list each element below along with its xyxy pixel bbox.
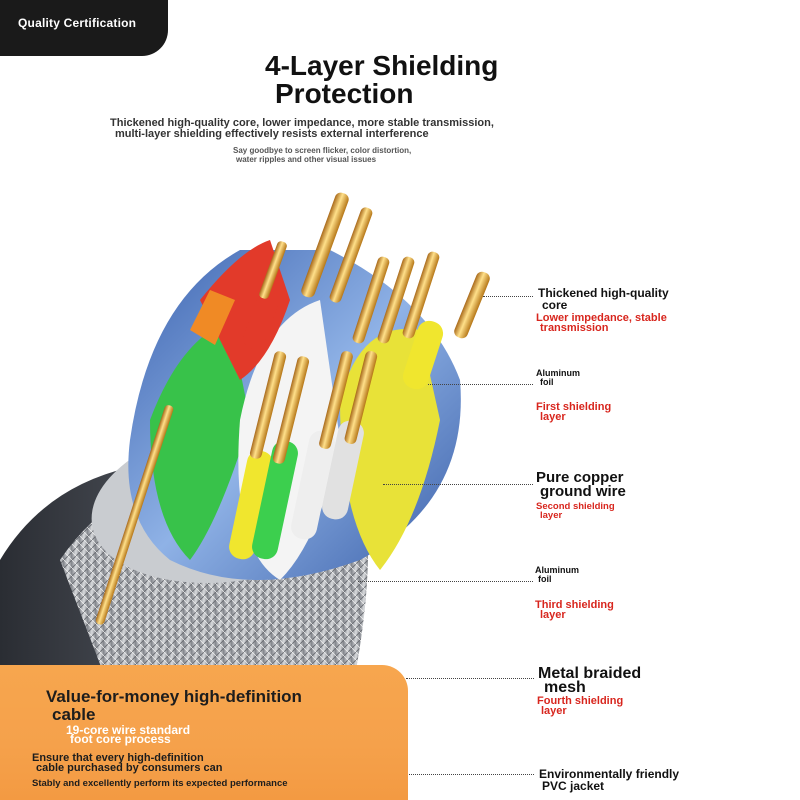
leader-line-foil1 [428,384,533,385]
callout-braid-title2: mesh [544,679,586,696]
callout-braid-red1: Fourth shielding [537,695,624,707]
promo-note-line3: Stably and excellently perform its expec… [32,778,288,789]
callout-ground-red2: layer [540,510,563,521]
leader-line-foil2 [358,581,533,582]
promo-sub-line2: foot core process [70,732,171,746]
callout-foil2-title2: foil [538,574,552,584]
callout-core-title2: core [542,298,568,312]
callout-foil2-title1: Aluminum [535,565,579,575]
callout-core-red1: Lower impedance, stable [536,312,667,324]
subtitle-small-line2: water ripples and other visual issues [236,155,377,164]
leader-line-core [483,296,533,297]
callout-jacket-title1: Environmentally friendly [539,767,680,781]
callout-core-red2: transmission [540,322,609,334]
callout-core-title1: Thickened high-quality [538,286,669,300]
subtitle-line1: Thickened high-quality core, lower imped… [110,117,494,129]
callout-foil1-red1: First shielding [536,401,612,413]
promo-panel: Value-for-money high-definition cable 19… [0,665,408,800]
callout-ground-title1: Pure copper [536,469,624,486]
subtitle-line2: multi-layer shielding effectively resist… [115,128,429,140]
callout-braid-title1: Metal braided [538,665,642,682]
promo-title-line2: cable [52,705,96,724]
page-title-line2: Protection [275,78,414,109]
badge-text: Quality Certification [18,16,137,30]
callout-foil1-title2: foil [540,377,554,387]
callout-ground-red1: Second shielding [536,501,615,512]
callout-foil1-title1: Aluminum [536,368,580,378]
leader-line-jacket [406,774,534,775]
promo-note-line2: cable purchased by consumers can [36,762,223,774]
page-title-line1: 4-Layer Shielding [265,50,499,81]
promo-sub-line1: 19-core wire standard [66,723,191,737]
leader-line-braid [406,678,534,679]
leader-line-ground [383,484,533,485]
callout-braid-red2: layer [541,705,567,717]
callout-foil2-red2: layer [540,609,566,621]
promo-note-line1: Ensure that every high-definition [32,752,204,764]
promo-title-line1: Value-for-money high-definition [46,687,302,706]
quality-certification-badge: Quality Certification [0,0,168,56]
callout-foil2-red1: Third shielding [535,599,614,611]
callout-ground-title2: ground wire [540,483,626,500]
callout-foil1-red2: layer [540,411,566,423]
subtitle-small-line1: Say goodbye to screen flicker, color dis… [233,146,412,155]
callout-jacket-title2: PVC jacket [542,779,605,793]
